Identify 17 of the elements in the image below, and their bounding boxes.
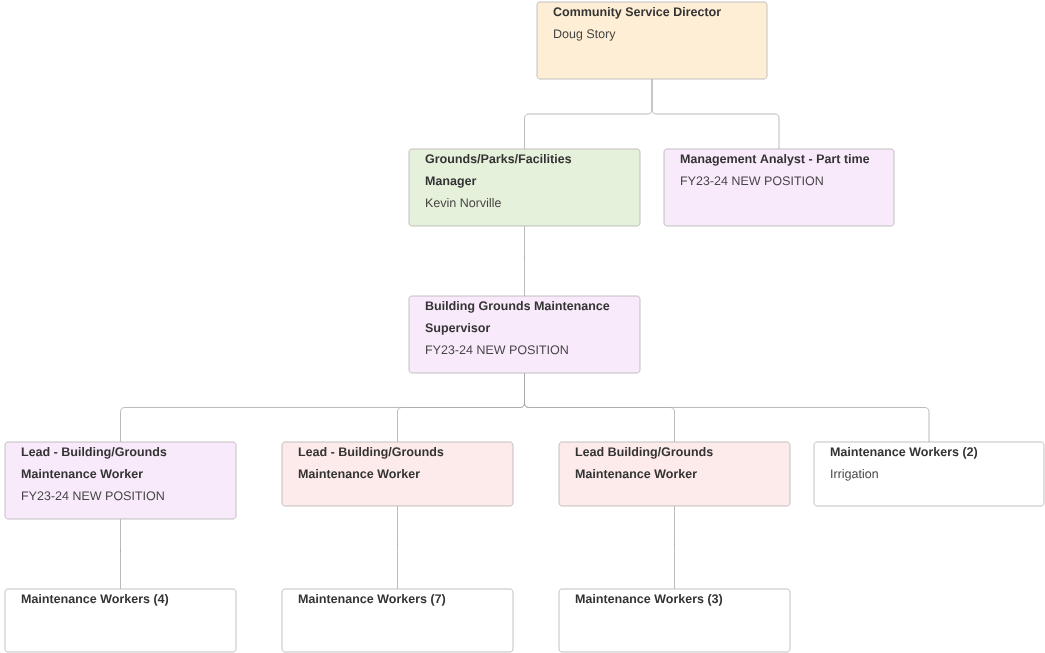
position-box: Maintenance Workers (3) xyxy=(558,588,791,653)
connector-line xyxy=(524,225,525,297)
position-box: Lead Building/Grounds Maintenance Worker xyxy=(558,441,791,507)
position-box: Management Analyst - Part time FY23-24 NEW POSITION xyxy=(663,148,895,227)
position-box: Lead - Building/Grounds Maintenance Worker xyxy=(281,441,514,507)
position-box: Maintenance Workers (4) xyxy=(4,588,237,653)
position-box: Maintenance Workers (2) Irrigation xyxy=(813,441,1045,507)
connector-line xyxy=(651,78,780,150)
connector-line xyxy=(120,518,121,590)
position-box: Lead - Building/Grounds Maintenance Worker FY23-24 NEW POSITION xyxy=(4,441,237,520)
position-box: Building Grounds Maintenance Supervisor FY23-24 NEW POSITION xyxy=(408,295,641,374)
connector-line xyxy=(397,505,398,590)
connector-line xyxy=(524,372,930,443)
connector-line xyxy=(674,505,675,590)
position-box: Community Service Director Doug Story xyxy=(536,1,768,80)
position-box: Grounds/Parks/Facilities Manager Kevin Norville xyxy=(408,148,641,227)
position-box: Maintenance Workers (7) xyxy=(281,588,514,653)
